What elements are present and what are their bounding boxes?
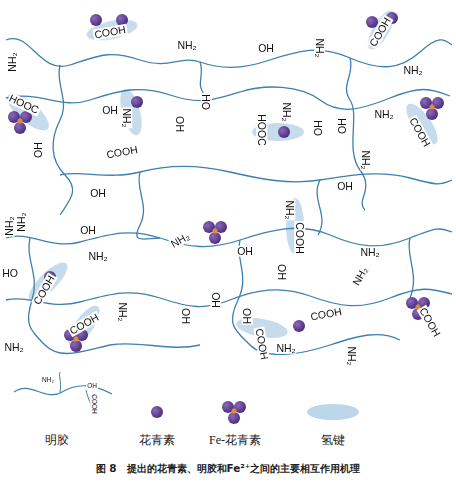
functional-group-label: COOH (295, 221, 306, 255)
functional-group-label: OH (336, 181, 354, 192)
functional-group-label: HO (175, 115, 186, 133)
functional-group-label: NH₂ (87, 251, 108, 262)
functional-group-label: NH₂ (118, 301, 129, 322)
functional-group-label: NH₂ (41, 377, 55, 384)
functional-group-label: HO (242, 307, 253, 325)
functional-group-label: NH₂ (315, 37, 326, 58)
functional-group-label: COOH (91, 393, 98, 415)
functional-group-label: HO (33, 141, 44, 159)
functional-group-label: NH₂ (282, 101, 293, 122)
legend-text: 氢键 (321, 434, 345, 447)
functional-group-label: OH (211, 291, 222, 309)
functional-group-label: OH (313, 119, 324, 137)
functional-group-label: NH₂ (350, 264, 370, 288)
functional-group-label: OH (79, 225, 97, 236)
functional-group-label: NH₂ (168, 230, 192, 250)
functional-group-label: NH₂ (285, 199, 296, 220)
figure-caption: 图 8 提出的花青素、明胶和Fe²⁺之间的主要相互作用机理 (0, 462, 456, 474)
functional-group-label: COOH (309, 306, 344, 322)
functional-group-label: NH₂ (361, 149, 372, 170)
functional-group-label: NH₂ (347, 345, 358, 366)
functional-group-label: NH₂ (7, 51, 18, 72)
functional-group-label: HOOC (257, 113, 268, 147)
functional-group-label: HO (337, 117, 348, 135)
functional-group-label: OH (236, 246, 254, 257)
functional-group-label: COOH (105, 144, 140, 160)
functional-group-label: NH₂ (122, 107, 133, 128)
functional-group-label: NH₂ (402, 65, 423, 76)
functional-group-label: NH₂ (4, 215, 15, 236)
functional-group-label: OH (257, 43, 275, 54)
legend-text: Fe-花青素 (209, 434, 261, 447)
functional-group-label: NH₂ (16, 211, 27, 232)
functional-group-label: OH (201, 93, 212, 111)
functional-group-label: NH₂ (359, 247, 380, 258)
functional-group-label: HO (277, 263, 288, 281)
legend-text: 花青素 (139, 434, 175, 447)
legend-swatch (307, 404, 359, 420)
functional-group-label: COOH (417, 305, 443, 339)
legend-text: 明胶 (45, 434, 69, 447)
functional-group-label: NH₂ (275, 343, 296, 354)
functional-group-label: NH₂ (176, 40, 197, 51)
functional-group-label: HO (181, 307, 192, 325)
functional-group-label: HO (1, 268, 19, 279)
functional-group-label: NH₂ (3, 342, 24, 353)
functional-group-label: NH₂ (373, 109, 394, 120)
functional-group-label: OH (101, 105, 119, 116)
functional-group-label: OH (89, 188, 107, 199)
functional-group-label: OH (86, 383, 98, 390)
